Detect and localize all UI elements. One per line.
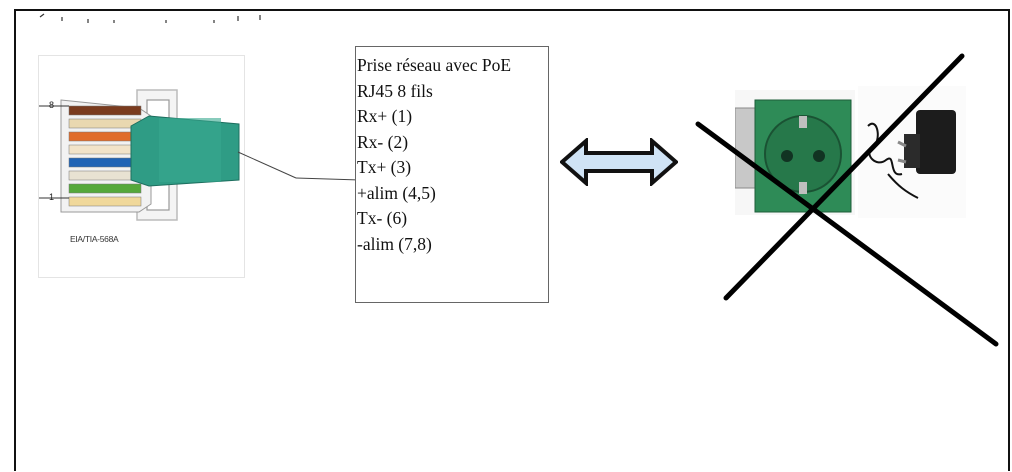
rj45-wire-strand — [68, 105, 142, 116]
info-line: Tx- (6) — [357, 208, 408, 228]
rj45-wire-strand — [68, 144, 142, 155]
info-line: Rx+ (1) — [357, 106, 413, 126]
rj45-wire-strand — [68, 170, 142, 181]
double-arrow-icon — [560, 138, 678, 186]
pin-1-label: 1 — [49, 192, 55, 202]
pin-8-label: 8 — [49, 100, 55, 110]
rj45-wire-strand — [68, 118, 142, 129]
info-line: +alim (4,5) — [357, 182, 436, 203]
connector-line — [237, 151, 360, 181]
info-line: Prise réseau avec PoE — [357, 55, 512, 75]
info-line: RJ45 8 fils — [357, 80, 433, 101]
power-socket-icon — [734, 99, 852, 213]
info-line: -alim (7,8) — [357, 233, 432, 254]
rj45-standard-caption: EIA/TIA-568A — [70, 234, 119, 244]
top-tick-marks — [39, 13, 261, 23]
info-line: Tx+ (3) — [357, 157, 412, 177]
power-adapter-icon — [867, 110, 956, 199]
rj45-wire-strand — [68, 157, 142, 168]
info-line: Rx- (2) — [357, 131, 409, 152]
poe-info-box: Prise réseau avec PoE RJ45 8 fils Rx+ (1… — [355, 46, 549, 303]
rj45-wire-strand — [68, 196, 142, 207]
power-adapter-image — [858, 86, 966, 218]
rj45-plug-icon — [39, 89, 240, 221]
cross-mark-icon — [695, 53, 999, 347]
rj45-connector-image: 8 1 — [38, 55, 245, 278]
rj45-wire-strand — [68, 131, 142, 142]
rj45-wire-strand — [68, 183, 142, 194]
